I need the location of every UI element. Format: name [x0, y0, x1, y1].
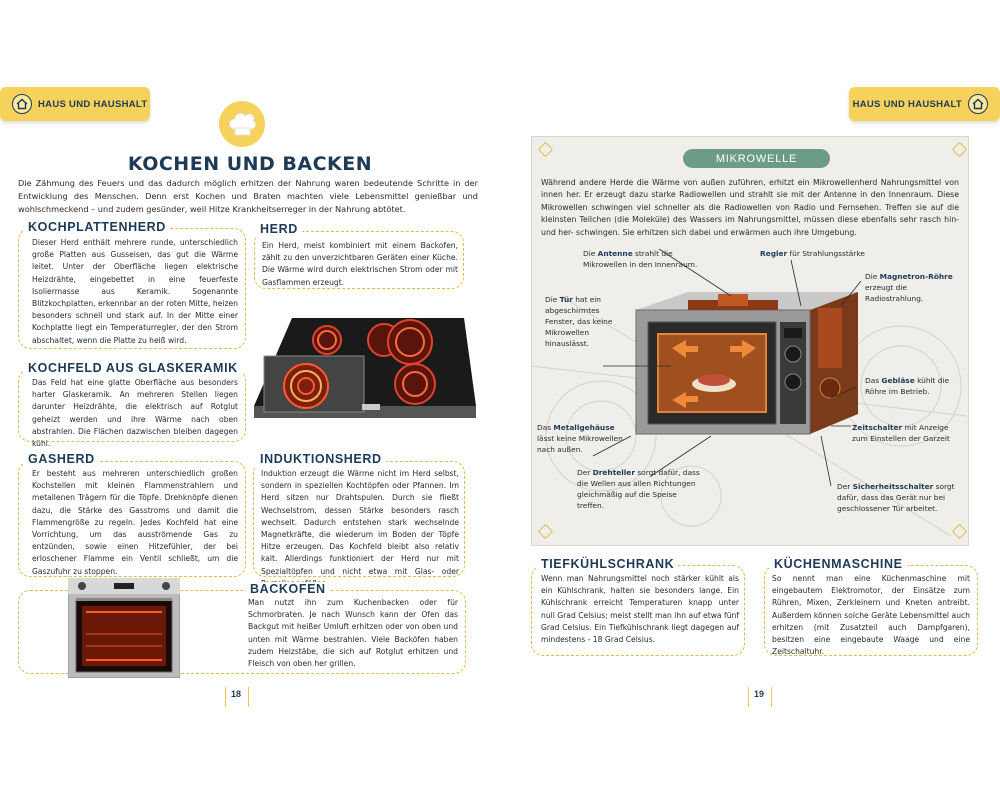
left-intro: Die Zähmung des Feuers und das dadurch m…: [18, 178, 478, 214]
label-metallgehaeuse: Das Metallgehäuse lässt keine Mikrowelle…: [537, 423, 623, 454]
kochplattenherd-heading: KOCHPLATTENHERD: [24, 220, 170, 234]
label-magnetron: Die Magnetron-Röhre erzeugt die Radiostr…: [865, 272, 953, 303]
chef-hat-icon: [219, 101, 265, 147]
microwave-badge: MIKROWELLE: [683, 149, 830, 168]
house-icon: [12, 94, 32, 114]
gasherd-text: Er besteht aus mehreren unterschiedlich …: [32, 469, 238, 576]
gasherd-heading: GASHERD: [24, 452, 99, 466]
label-drehteller: Der Drehteller sorgt dafür, dass die Wel…: [577, 468, 700, 510]
gasherd-box: [18, 461, 246, 577]
kochfeld-heading: KOCHFELD AUS GLASKERAMIK: [24, 361, 242, 375]
right-page-number-deco: [748, 687, 772, 707]
page-title: KOCHEN UND BACKEN: [127, 153, 373, 175]
right-tab-label: HAUS UND HAUSHALT: [852, 98, 962, 110]
label-regler: Regler für Strahlungsstärke: [760, 249, 865, 258]
right-page-number: 19: [754, 689, 765, 699]
backofen-heading: BACKOFEN: [246, 582, 330, 596]
label-zeitschalter: Zeitschalter mit Anzeige zum Einstellen …: [852, 423, 950, 443]
oven-illustration: [67, 577, 181, 679]
kuechenmaschine-heading: KÜCHENMASCHINE: [770, 557, 907, 571]
label-sicherheitsschalter: Der Sicherheitsschalter sorgt dafür, das…: [837, 482, 955, 513]
herd-heading: HERD: [256, 222, 302, 236]
kochplattenherd-text: Dieser Herd enthält mehrere runde, unter…: [32, 238, 238, 345]
tiefkuehl-text: Wenn man Nahrungsmittel noch stärker küh…: [541, 574, 739, 645]
backofen-text: Man nutzt ihn zum Kuchenbacken oder für …: [248, 598, 458, 669]
induktion-text: Induktion erzeugt die Wärme nicht im Her…: [261, 469, 459, 588]
label-antenne: Die Antenne strahlt die Mikrowellen in d…: [583, 249, 698, 269]
kochfeld-text: Das Feld hat eine glatte Oberfläche aus …: [32, 378, 238, 449]
microwave-illustration: [628, 288, 858, 438]
herd-text: Ein Herd, meist kombiniert mit einem Bac…: [262, 241, 458, 287]
label-tuer: Die Tür hat ein abgeschirmtes Fenster, d…: [545, 295, 613, 348]
kuechenmaschine-text: So nennt man eine Küchenmaschine mit ein…: [772, 574, 970, 657]
label-geblaese: Das Gebläse kühlt die Röhre im Betrieb.: [865, 376, 950, 396]
left-page-number: 18: [231, 689, 242, 699]
herd-box: [254, 231, 464, 289]
backofen-box: [18, 590, 466, 674]
house-icon: [968, 94, 988, 114]
tiefkuehl-heading: TIEFKÜHLSCHRANK: [537, 557, 679, 571]
label-leader-lines: [592, 248, 862, 487]
left-chapter-tab: HAUS UND HAUSHALT: [0, 87, 150, 121]
right-chapter-tab: HAUS UND HAUSHALT: [849, 87, 1000, 121]
induktion-heading: INDUKTIONSHERD: [256, 452, 386, 466]
left-tab-label: HAUS UND HAUSHALT: [38, 98, 148, 110]
glass-ceramic-cooktop-illustration: [254, 310, 476, 425]
microwave-intro: Während andere Herde die Wärme von außen…: [541, 178, 959, 237]
left-page-number-deco: [225, 687, 249, 707]
